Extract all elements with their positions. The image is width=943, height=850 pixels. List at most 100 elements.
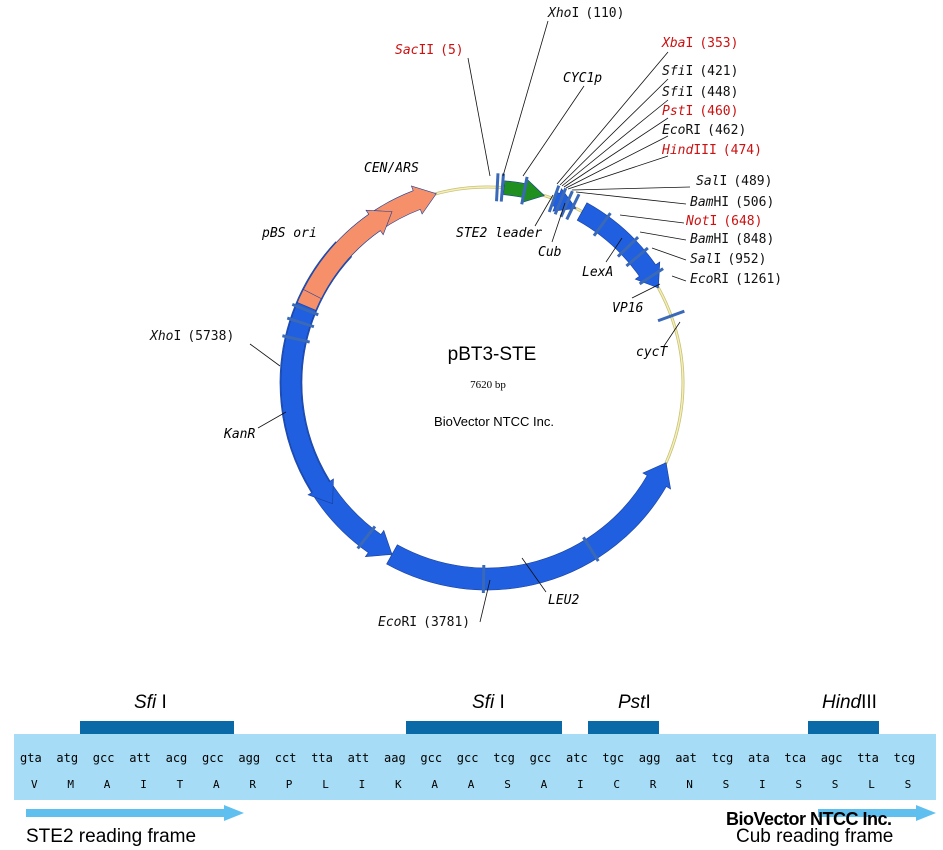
amino-acid: A xyxy=(104,778,111,791)
site-label-sfii_421: SfiI(421) xyxy=(662,64,738,79)
site-tick xyxy=(592,212,612,237)
leader-cub xyxy=(551,202,566,243)
site-position: (3781) xyxy=(423,615,470,630)
site-enzyme: Sal xyxy=(696,174,719,189)
site-tick xyxy=(559,190,574,218)
site-position: (848) xyxy=(735,232,774,247)
site-leader-xbai_353 xyxy=(556,51,669,185)
site-label-ecori_462: EcoRI(462) xyxy=(662,123,746,138)
codon: gcc xyxy=(530,751,552,765)
enzyme-label-sfi-2: Sfi I xyxy=(472,692,505,713)
site-leader-ecori_1261 xyxy=(671,275,687,282)
amino-acid: R xyxy=(249,778,256,791)
codon: atg xyxy=(56,751,78,765)
site-enzyme: Bam xyxy=(690,195,714,210)
amino-acid: K xyxy=(395,778,402,791)
codon: gcc xyxy=(93,751,115,765)
feature-label-cyc1p: CYC1p xyxy=(563,71,602,86)
codon: agc xyxy=(821,751,843,765)
enzyme-name: Sfi xyxy=(472,692,495,713)
codon: acg xyxy=(166,751,188,765)
site-leader-xhoi_5738 xyxy=(249,343,281,367)
site-position: (110) xyxy=(585,6,624,21)
codon: agg xyxy=(238,751,260,765)
site-tick xyxy=(553,187,568,215)
site-suffix: I xyxy=(173,329,181,344)
site-label-sali_489: SalI(489) xyxy=(696,174,772,189)
amino-acid: I xyxy=(359,778,366,791)
site-enzyme: Not xyxy=(685,214,710,229)
site-leader-hindiii_474 xyxy=(567,155,669,190)
codon: att xyxy=(129,751,151,765)
site-tick xyxy=(565,193,581,221)
enzyme-label-hind: HindIII xyxy=(822,692,877,713)
cub-frame-arrow xyxy=(818,805,936,821)
site-tick xyxy=(657,309,685,323)
site-position: (1261) xyxy=(735,272,782,287)
plasmid-name: pBT3-STE xyxy=(448,344,537,365)
site-enzyme: Pst xyxy=(662,104,686,119)
site-enzyme: Xho xyxy=(149,329,174,344)
site-enzyme: Sal xyxy=(690,252,713,267)
leader-lexa xyxy=(605,237,623,263)
site-position: (952) xyxy=(727,252,766,267)
codon: tgc xyxy=(602,751,624,765)
site-position: (448) xyxy=(699,85,738,100)
codon: gcc xyxy=(202,751,224,765)
site-leader-sali_952 xyxy=(651,247,687,261)
enzyme-name: Sfi xyxy=(134,692,157,713)
sequence-band xyxy=(14,734,936,800)
plasmid-size: 7620 bp xyxy=(470,379,506,391)
site-tick xyxy=(547,185,561,213)
site-leader-sacii_5 xyxy=(467,57,491,177)
codon: gcc xyxy=(420,751,442,765)
site-leader-xhoi_110 xyxy=(502,20,549,177)
amino-acid: A xyxy=(213,778,220,791)
site-leader-ecori_462 xyxy=(565,135,669,189)
site-tick xyxy=(638,267,664,286)
feature-label-leu2: LEU2 xyxy=(548,593,579,608)
leu2-feature-2 xyxy=(386,462,672,591)
enzyme-suffix: III xyxy=(861,692,877,713)
site-position: (353) xyxy=(699,36,738,51)
site-enzyme: Hind xyxy=(661,143,693,158)
enzyme-name: Pst xyxy=(618,692,646,713)
site-enzyme: Sac xyxy=(395,43,419,58)
site-tick xyxy=(582,536,600,562)
site-label-sfii_448: SfiI(448) xyxy=(662,85,738,100)
leader-cyc1p xyxy=(522,85,585,177)
enzyme-suffix: I xyxy=(156,692,167,713)
enzyme-suffix: I xyxy=(494,692,505,713)
codon: att xyxy=(348,751,370,765)
site-leader-noti_648 xyxy=(619,214,685,224)
site-label-sacii_5: SacII(5) xyxy=(395,43,464,58)
site-position: (5) xyxy=(440,43,463,58)
amino-acid: I xyxy=(759,778,766,791)
site-enzyme: Sfi xyxy=(662,64,685,79)
site-enzyme: Eco xyxy=(662,123,686,138)
enzyme-label-sfi-1: Sfi I xyxy=(134,692,167,713)
site-leader-psti_460 xyxy=(563,117,669,188)
codon: tcg xyxy=(493,751,515,765)
site-leader-sfii_421 xyxy=(559,78,669,186)
codon: tcg xyxy=(712,751,734,765)
feature-label-vp16: VP16 xyxy=(612,301,643,316)
site-tick xyxy=(499,173,505,202)
feature-label-cyct: cycT xyxy=(636,345,668,360)
codon: agg xyxy=(639,751,661,765)
site-label-bamhi_848: BamHI(848) xyxy=(690,232,774,247)
site-leader-bamhi_506 xyxy=(575,191,687,205)
amino-acid: S xyxy=(795,778,802,791)
site-label-ecori_1261: EcoRI(1261) xyxy=(690,272,782,287)
site-enzyme: Eco xyxy=(690,272,714,287)
codon: aag xyxy=(384,751,406,765)
plasmid-vendor: BioVector NTCC Inc. xyxy=(434,414,554,429)
amino-acid: S xyxy=(723,778,730,791)
codon: tcg xyxy=(894,751,916,765)
amino-acid: I xyxy=(140,778,147,791)
site-suffix: I xyxy=(685,104,693,119)
amino-acid: T xyxy=(177,778,184,791)
site-position: (462) xyxy=(707,123,746,138)
site-label-sali_952: SalI(952) xyxy=(690,252,766,267)
